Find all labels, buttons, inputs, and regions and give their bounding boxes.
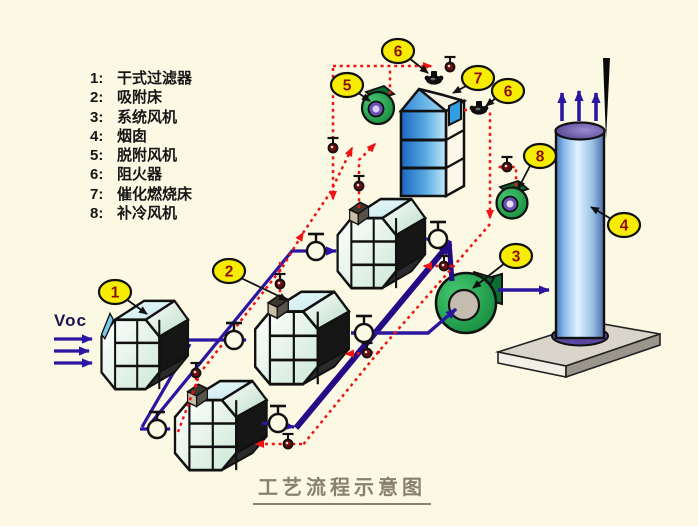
legend-label: 阻火器 (117, 166, 163, 184)
red-valve-icon (443, 55, 457, 73)
adsorption-bed-top (336, 197, 427, 290)
svg-text:5: 5 (343, 78, 352, 95)
legend: 1: 干式过滤器 2: 吸附床 3: 系统风机 4: 烟囱 5: 脱附风机 6: 阻火器 7… (90, 69, 192, 223)
callout-1: 1 (97, 278, 148, 315)
callouts: 1 2 3 4 5 (97, 37, 642, 315)
svg-text:2: 2 (225, 264, 234, 281)
legend-num: 7: (90, 185, 104, 203)
legend-num: 3: (90, 108, 104, 126)
platform-right (565, 332, 661, 379)
red-tower-return (483, 108, 494, 220)
red-valve-icon (326, 136, 340, 154)
legend-item-3: 3: 系统风机 (90, 108, 192, 127)
filter-inlet-vane (100, 311, 115, 340)
diagram-title: 工艺流程示意图 (253, 471, 431, 505)
chimney-cap (554, 121, 606, 141)
red-return-diagonal (301, 223, 491, 447)
legend-item-5: 5: 脱附风机 (90, 146, 192, 165)
legend-label: 脱附风机 (117, 147, 178, 165)
red-suction-line (301, 146, 354, 234)
pipe-middle-bed-out (351, 307, 458, 335)
legend-item-4: 4: 烟囱 (90, 127, 192, 146)
callout-8: 8 (517, 142, 558, 190)
legend-label: 吸附床 (117, 89, 163, 107)
legend-num: 4: (90, 127, 104, 145)
legend-label: 催化燃烧床 (117, 185, 193, 203)
red-valve-icon (352, 174, 366, 192)
valve-icon (427, 220, 449, 250)
legend-num: 6: (90, 166, 104, 184)
callout-7: 7 (452, 64, 496, 94)
system-fan (434, 270, 503, 335)
red-suction-line (176, 231, 305, 433)
legend-label: 补冷风机 (117, 205, 178, 223)
callout-5: 5 (329, 71, 371, 102)
legend-num: 2: (90, 89, 104, 107)
callout-6-top: 6 (380, 37, 429, 74)
valve-icon (223, 321, 245, 351)
adsorption-bed-bottom (173, 379, 269, 472)
callout-2: 2 (211, 257, 288, 301)
legend-item-1: 1: 干式过滤器 (90, 69, 192, 88)
red-valve-icon (500, 155, 514, 173)
chimney-stack (554, 128, 606, 340)
svg-text:8: 8 (536, 149, 545, 166)
cooling-fan (495, 179, 530, 220)
lightning-rod (603, 58, 610, 140)
callout-3: 3 (472, 242, 534, 289)
tower-window (448, 98, 462, 127)
svg-text:6: 6 (394, 44, 403, 61)
callout-6-side: 6 (485, 77, 526, 107)
legend-label: 干式过滤器 (117, 70, 193, 87)
catalytic-combustion-tower (398, 87, 468, 199)
valve-icon (305, 232, 327, 262)
valve-icon (267, 404, 289, 434)
svg-text:4: 4 (620, 218, 629, 235)
svg-text:7: 7 (474, 71, 483, 88)
legend-item-6: 6: 阻火器 (90, 165, 192, 184)
svg-text:6: 6 (504, 84, 513, 101)
valve-icon (353, 314, 375, 344)
red-valve-icon (281, 432, 295, 450)
pipe-manifold-to-fan (446, 240, 455, 282)
legend-label: 系统风机 (117, 108, 178, 126)
voc-inlet-label: Voc (54, 311, 87, 330)
adsorption-bed-middle (253, 290, 351, 386)
red-middle-bed-return (344, 349, 381, 358)
legend-item-8: 8: 补冷风机 (90, 204, 192, 223)
red-top-bed-tap (357, 142, 377, 208)
svg-text:3: 3 (512, 249, 521, 266)
legend-num: 8: (90, 205, 104, 223)
callout-4: 4 (590, 206, 642, 239)
dry-filter (100, 299, 190, 391)
chimney (494, 58, 661, 379)
valve-icon (146, 410, 168, 440)
legend-item-7: 7: 催化燃烧床 (90, 185, 192, 204)
legend-label: 烟囱 (117, 127, 148, 145)
legend-num: 1: (90, 70, 104, 87)
flame-arrester-side-icon (469, 101, 489, 115)
svg-text:1: 1 (111, 285, 120, 302)
legend-num: 5: (90, 147, 104, 165)
legend-item-2: 2: 吸附床 (90, 88, 192, 107)
